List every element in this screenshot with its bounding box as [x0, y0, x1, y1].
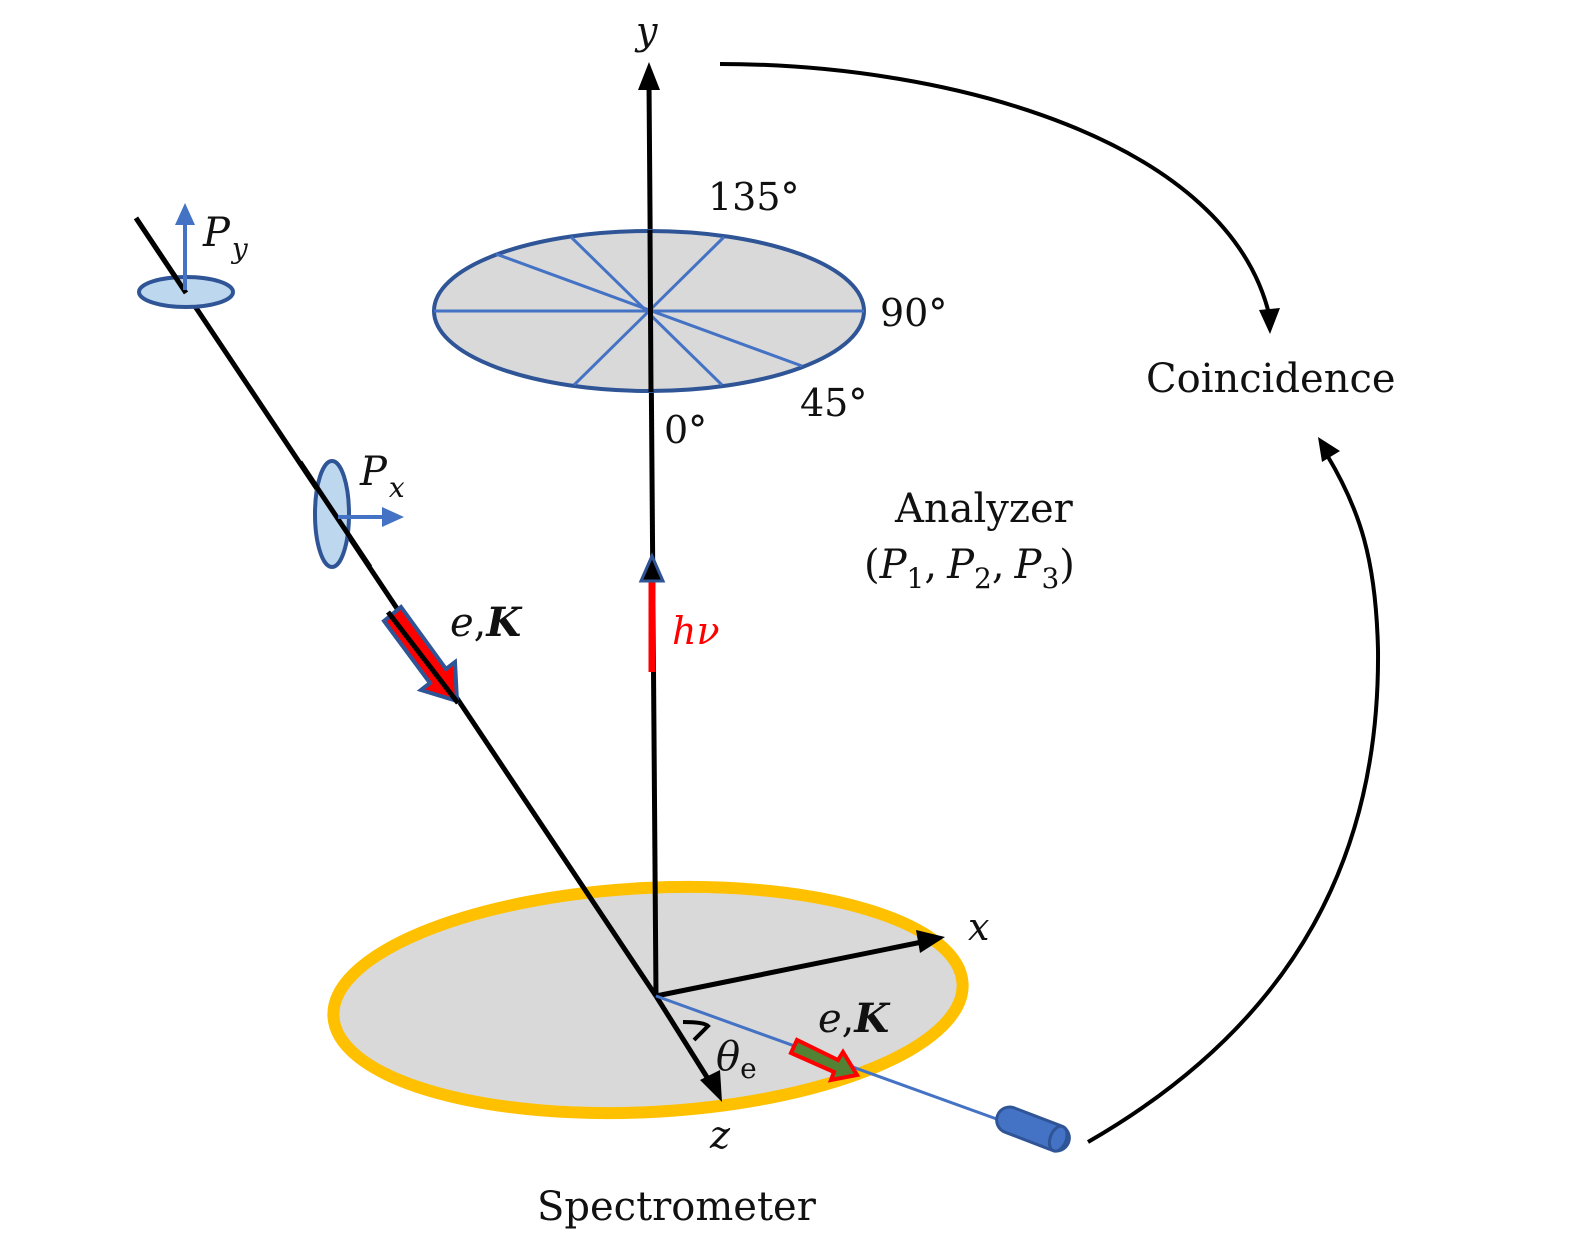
analyzer-params-label: (P1,P2,P3) — [864, 542, 1075, 595]
x-axis-arrowhead — [916, 930, 945, 953]
electron-detector — [995, 1105, 1071, 1153]
y-axis-label: y — [634, 9, 658, 53]
y-axis — [646, 81, 659, 997]
coincidence-label: Coincidence — [1146, 356, 1396, 402]
angle-label-45: 45° — [800, 381, 867, 425]
spectrometer-label: Spectrometer — [537, 1184, 817, 1230]
x-axis — [655, 939, 923, 999]
incoming-electron-label: e,K — [450, 599, 523, 646]
y-axis-arrowhead — [638, 62, 660, 90]
analyzer-label: Analyzer — [894, 486, 1074, 532]
theta-angle-arc — [682, 1020, 711, 1042]
polarizer-px — [297, 459, 404, 569]
incoming-electron-arrow — [381, 604, 460, 705]
theta-label: θe — [716, 1034, 757, 1085]
z-axis — [653, 994, 713, 1084]
y-axis-overlay — [647, 229, 654, 393]
incoming-beam-line — [133, 216, 659, 998]
z-axis-arrowhead — [700, 1070, 722, 1102]
py-label: Py — [202, 210, 249, 265]
photon-arrowhead — [638, 552, 666, 583]
angle-label-135: 135° — [708, 175, 800, 219]
px-label: Px — [359, 449, 405, 504]
angle-label-90: 90° — [880, 291, 947, 335]
z-axis-label: z — [709, 1113, 731, 1157]
detector-to-coincidence-arrowhead — [1318, 437, 1340, 462]
scattered-electron-label: e,K — [818, 995, 891, 1042]
angle-label-0: 0° — [664, 408, 707, 452]
analyzer-to-coincidence-arrow — [719, 62, 1272, 319]
photon-label: hν — [672, 609, 720, 653]
polarizer-py — [133, 203, 235, 309]
detector-to-coincidence-arrow — [1087, 453, 1381, 1144]
x-axis-label: x — [968, 905, 989, 949]
analyzer-to-coincidence-arrowhead — [1259, 308, 1280, 334]
scattered-electron-arrow — [788, 1037, 861, 1083]
